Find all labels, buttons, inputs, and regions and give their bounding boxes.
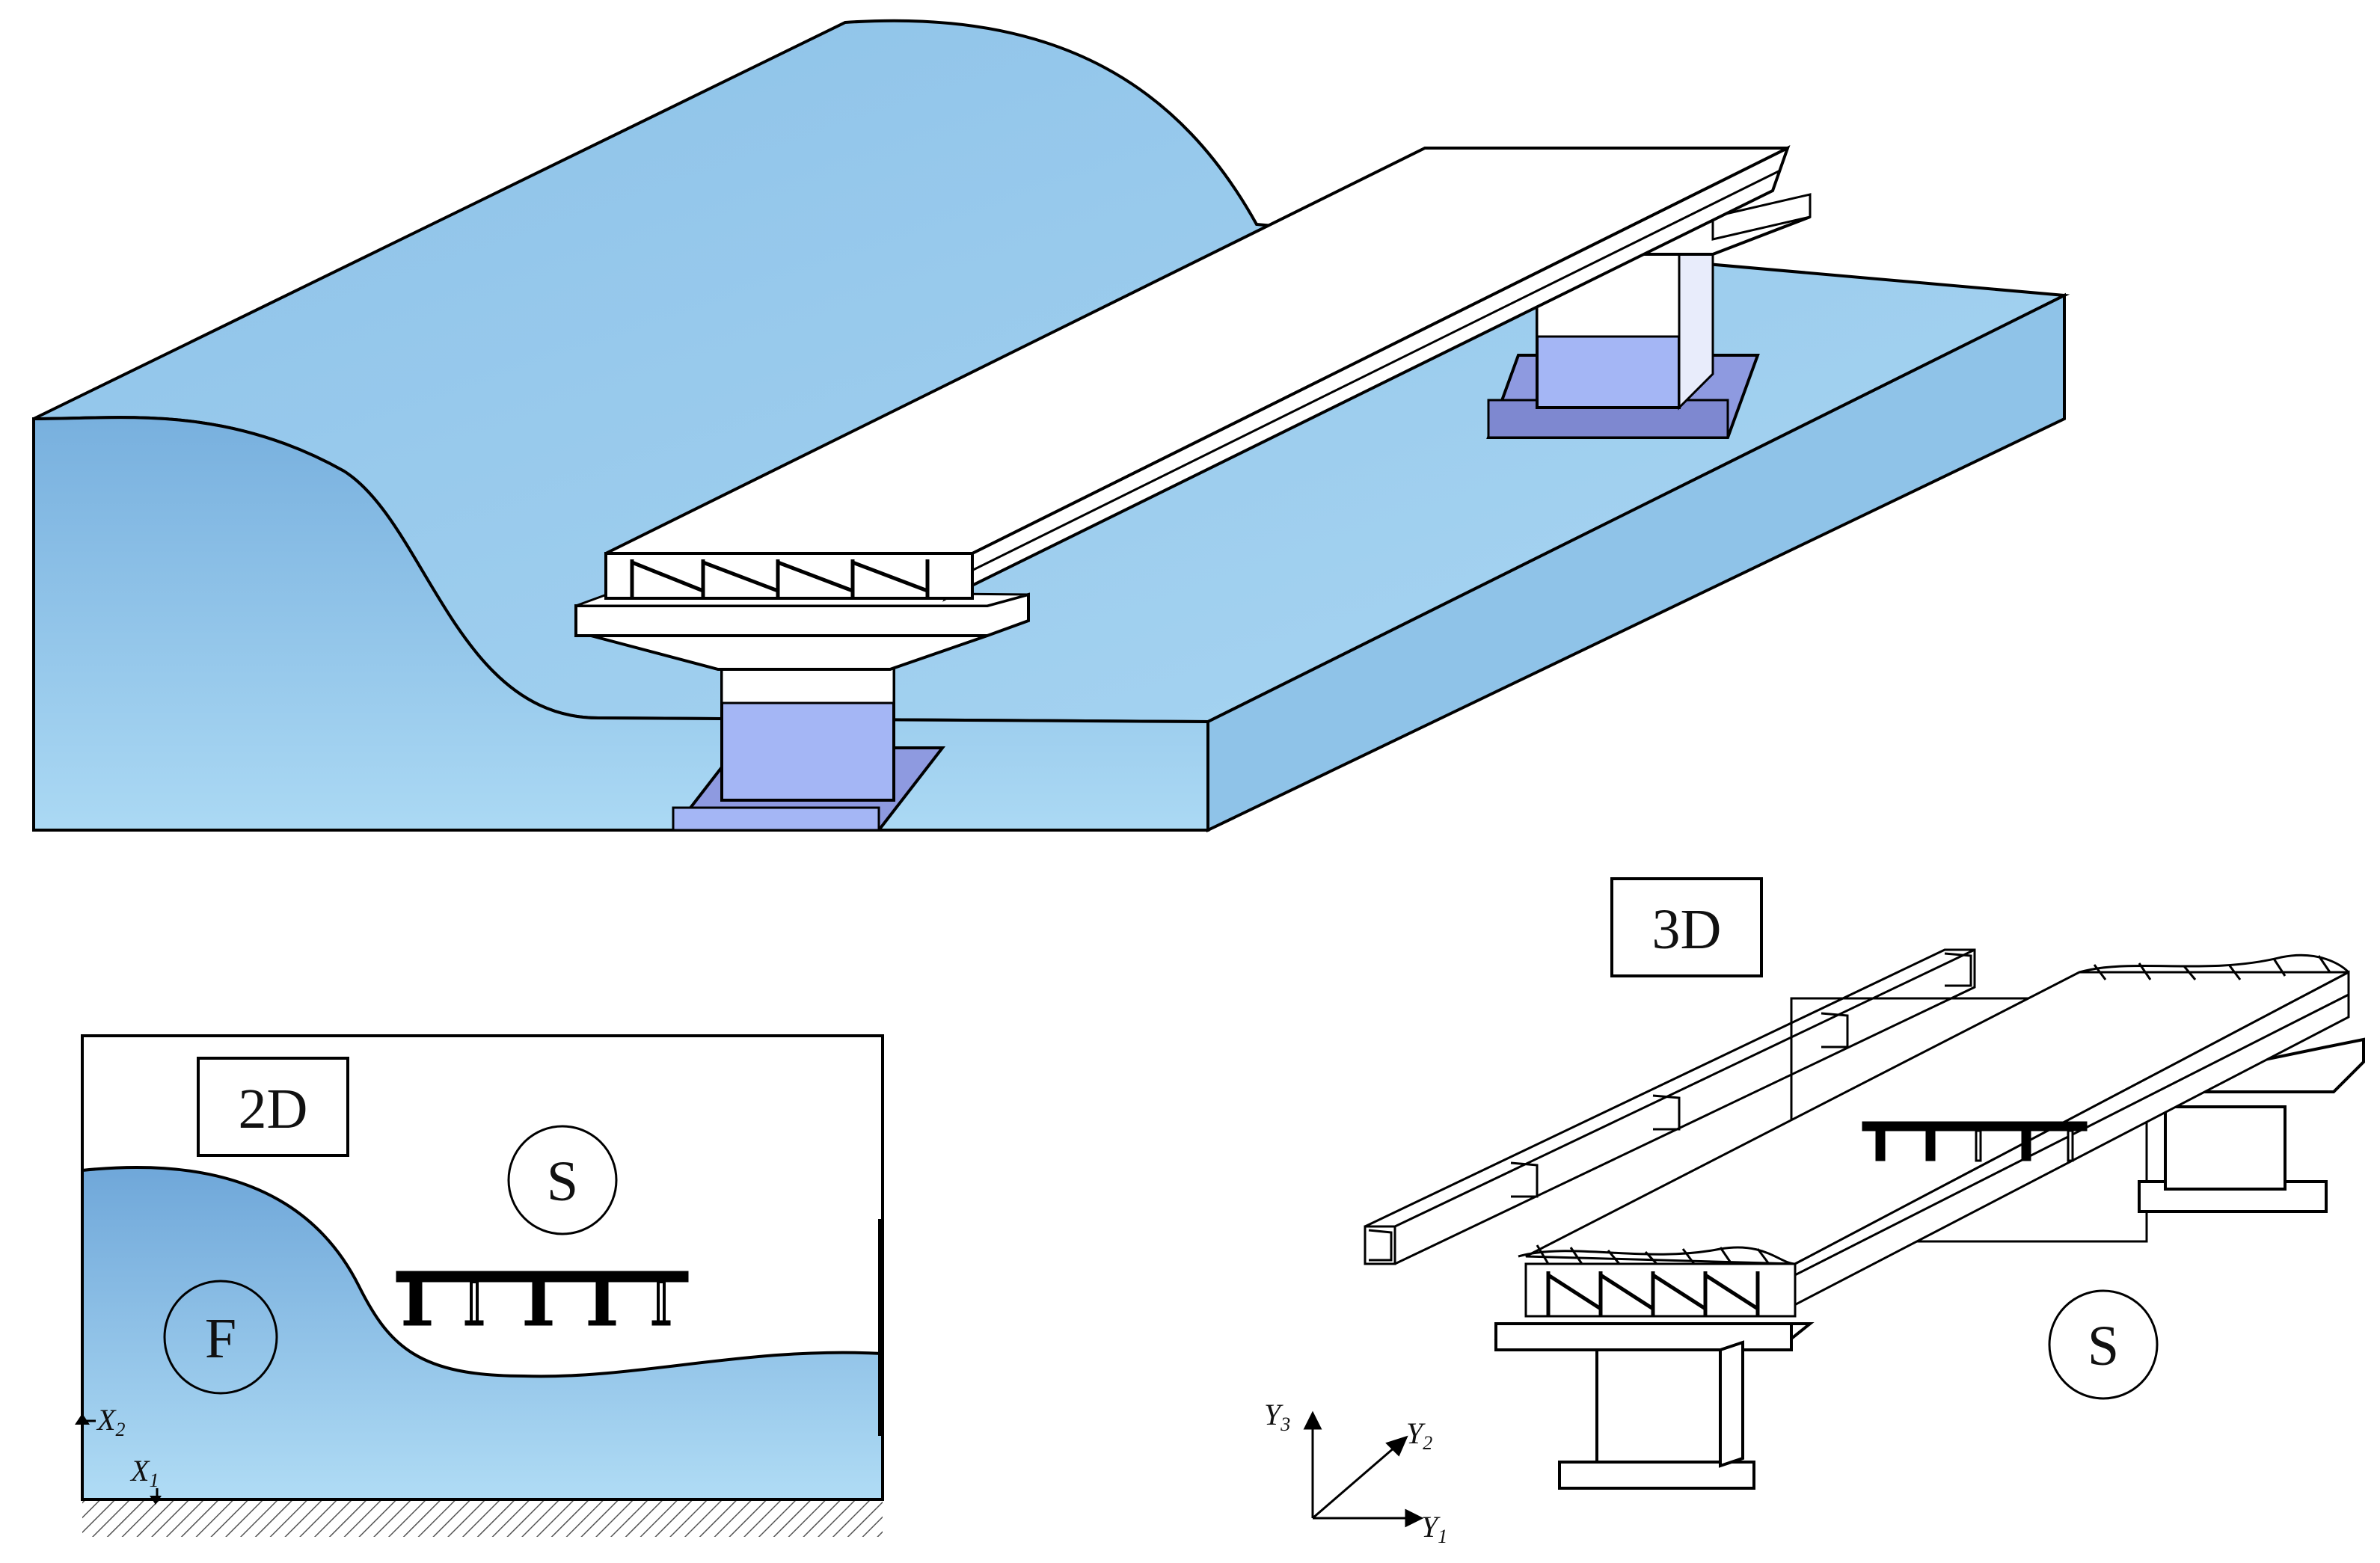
- ground-hatch: [82, 1499, 883, 1537]
- label-3d-box: [1610, 877, 1763, 977]
- axis-x1-label: X: [129, 1454, 150, 1487]
- fluid-side-face: [1206, 292, 2066, 833]
- fluid-front-face: [32, 416, 1209, 832]
- panel-2d: 2D S F X2 X1: [75, 1034, 884, 1537]
- svg-text:X2: X2: [96, 1403, 125, 1440]
- axis-x2-label: X: [96, 1403, 117, 1437]
- label-f-circle: [163, 1280, 278, 1395]
- axis-x2-sub: 2: [115, 1419, 125, 1440]
- axes-3d: [1303, 1410, 1424, 1528]
- near-pier: [574, 589, 1030, 832]
- deck-girders: [630, 559, 930, 598]
- fluid-region-2d: [81, 1165, 884, 1501]
- svg-text:Y1: Y1: [1421, 1510, 1447, 1547]
- svg-text:Y2: Y2: [1406, 1416, 1432, 1454]
- deck-front-face: [604, 552, 974, 600]
- axis-y1-sub: 1: [1438, 1526, 1447, 1547]
- axis-y3-sub: 3: [1280, 1413, 1290, 1435]
- bridge-deck: [604, 145, 1791, 602]
- deck-section-3d: [1862, 1121, 2088, 1162]
- fluid-load-strip: [1364, 948, 1976, 1265]
- label-s-3d-circle: [2048, 1289, 2159, 1400]
- deck-3d: [1518, 954, 2350, 1318]
- label-2d: 2D: [239, 1078, 308, 1140]
- near-pier-3d: [1494, 1322, 1815, 1490]
- label-s-2d: S: [547, 1150, 578, 1213]
- label-s-2d-circle: [507, 1125, 618, 1235]
- label-s-3d: S: [2088, 1315, 2119, 1378]
- axes-2d: X2 X1: [75, 1403, 162, 1505]
- pressure-arrows: [1536, 955, 2331, 1265]
- label-3d: 3D: [1652, 898, 1722, 961]
- deck-3d-girders: [1546, 1271, 1760, 1316]
- far-pier: [1486, 193, 1812, 439]
- svg-text:X1: X1: [129, 1454, 159, 1491]
- axis-y3-label: Y: [1264, 1398, 1283, 1431]
- label-f: F: [205, 1307, 236, 1370]
- deck-section-2d: [396, 1271, 689, 1326]
- velocity-profiles: [1368, 952, 1972, 1262]
- panel-3d: 3D: [1264, 877, 2365, 1547]
- axis-y1-label: Y: [1421, 1510, 1441, 1544]
- axis-y2-label: Y: [1406, 1416, 1426, 1450]
- axis-x1-sub: 1: [149, 1470, 159, 1491]
- axis-y2-sub: 2: [1423, 1432, 1432, 1454]
- top-3d-scene: [32, 19, 2070, 833]
- label-2d-box: [197, 1057, 349, 1157]
- svg-text:Y3: Y3: [1264, 1398, 1290, 1435]
